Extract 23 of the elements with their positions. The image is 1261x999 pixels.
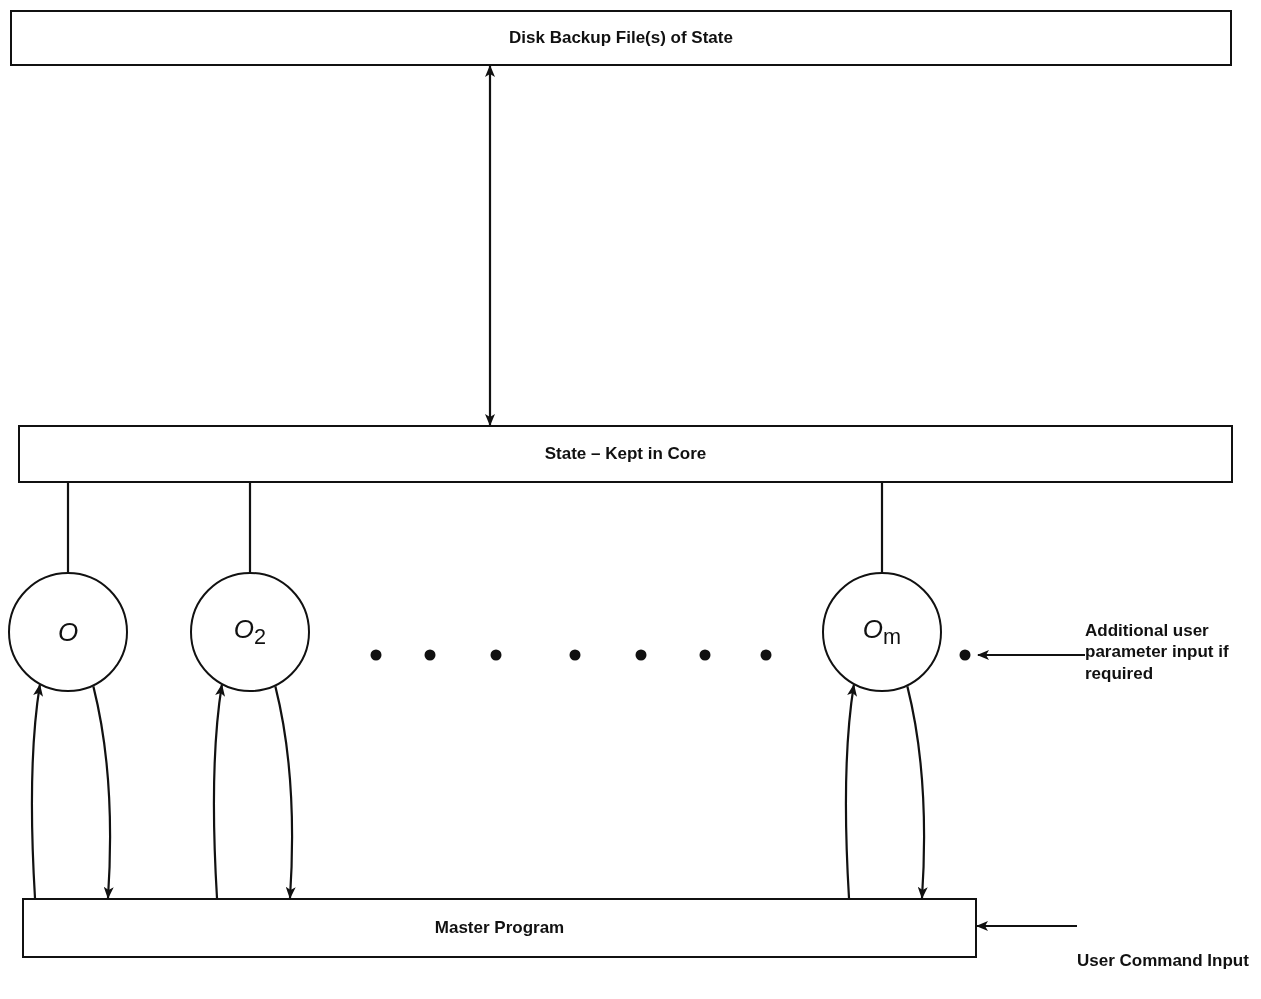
- arrow: [976, 921, 1077, 931]
- note-text: User Command Input: [1077, 950, 1249, 972]
- node-label: Master Program: [434, 918, 565, 938]
- note-text: Additional user parameter input if required: [1085, 620, 1230, 684]
- connector-line: [66, 483, 70, 572]
- node-label: Disk Backup File(s) of State: [509, 28, 733, 48]
- node-label: State – Kept in Core: [544, 444, 707, 464]
- arrow: [92, 686, 114, 899]
- storage-box: [18, 425, 1233, 483]
- arrow: [30, 684, 44, 899]
- arrow: [212, 684, 226, 899]
- storage-box: [10, 10, 1232, 66]
- arrow: [906, 686, 928, 899]
- connector-line: [248, 483, 252, 572]
- arrow: [274, 686, 296, 899]
- node-label: O: [57, 616, 79, 648]
- arrow: [977, 650, 1085, 660]
- arrow: [485, 65, 495, 426]
- node-label: O$_{m}$: [862, 613, 902, 651]
- process-box: [22, 898, 977, 958]
- arrow: [844, 684, 858, 899]
- node-label: O$_{2}$: [233, 613, 267, 651]
- connector-line: [880, 483, 884, 572]
